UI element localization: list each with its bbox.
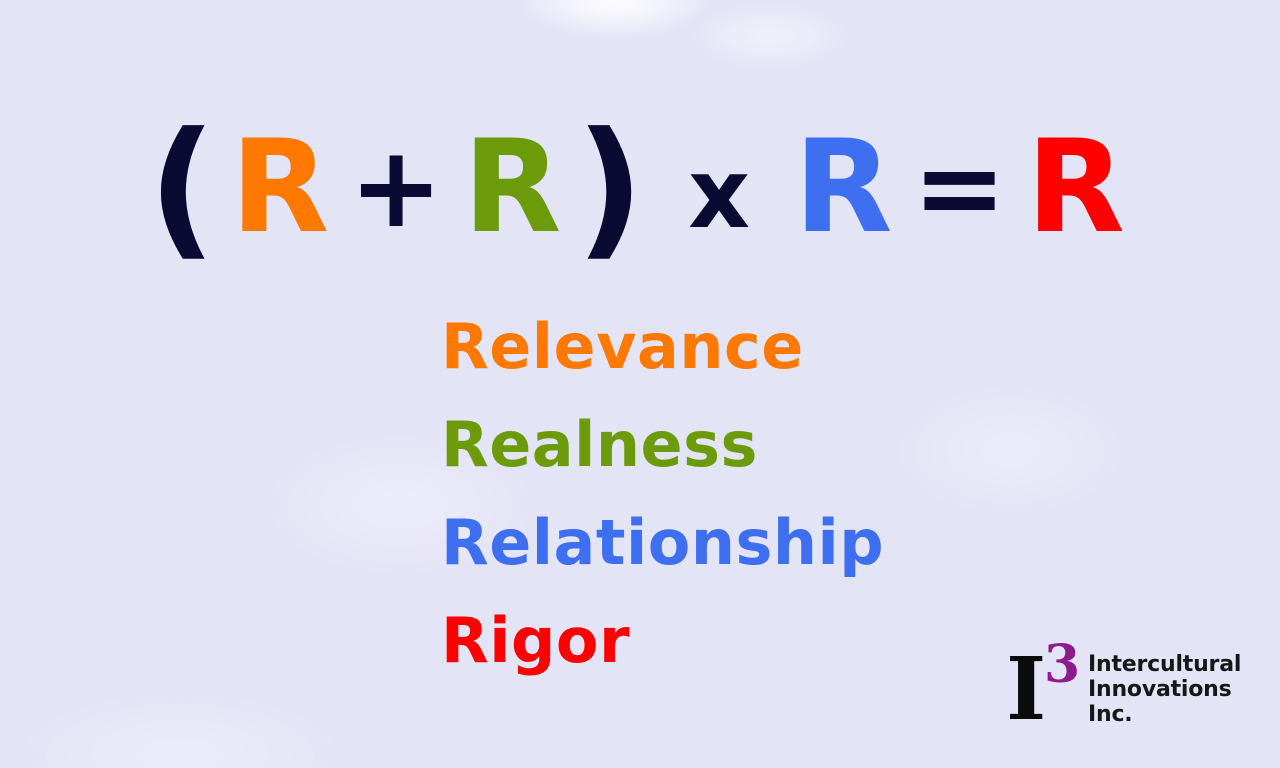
equation-r-relevance: R — [230, 113, 330, 262]
equation-r-rigor: R — [1026, 113, 1125, 262]
word-item-rigor: Rigor — [441, 604, 631, 677]
equation-r-realness: R — [462, 113, 562, 262]
four-rs-word-list: Relevance Realness Relationship Rigor — [441, 298, 1061, 690]
company-logo: I 3 Intercultural Innovations Inc. — [1006, 639, 1241, 740]
logo-superscript-three: 3 — [1044, 634, 1081, 695]
word-item-relevance: Relevance — [441, 310, 804, 383]
word-item-realness: Realness — [441, 408, 758, 481]
equation-close-paren: ) — [575, 101, 645, 275]
equation-plus-sign: + — [349, 123, 443, 253]
background-cloud-highlight — [690, 6, 850, 66]
background-cloud-highlight — [520, 0, 710, 36]
equation-r-relationship: R — [794, 113, 893, 262]
word-item-relationship: Relationship — [441, 506, 885, 579]
equation-headline: ( R + R ) x R = R — [148, 113, 1125, 263]
background-cloud-highlight — [0, 690, 360, 768]
logo-wordmark: Intercultural Innovations Inc. — [1088, 643, 1241, 727]
logo-mark-i-cubed: I 3 — [1006, 639, 1084, 740]
equation-equals-sign: = — [912, 123, 1007, 253]
logo-line-intercultural: Intercultural — [1088, 652, 1242, 677]
logo-line-innovations: Innovations — [1088, 677, 1232, 702]
logo-letter-i: I — [1006, 639, 1047, 740]
logo-line-inc: Inc. — [1088, 702, 1133, 727]
equation-open-paren: ( — [148, 101, 217, 275]
equation-multiply-sign: x — [688, 138, 751, 250]
